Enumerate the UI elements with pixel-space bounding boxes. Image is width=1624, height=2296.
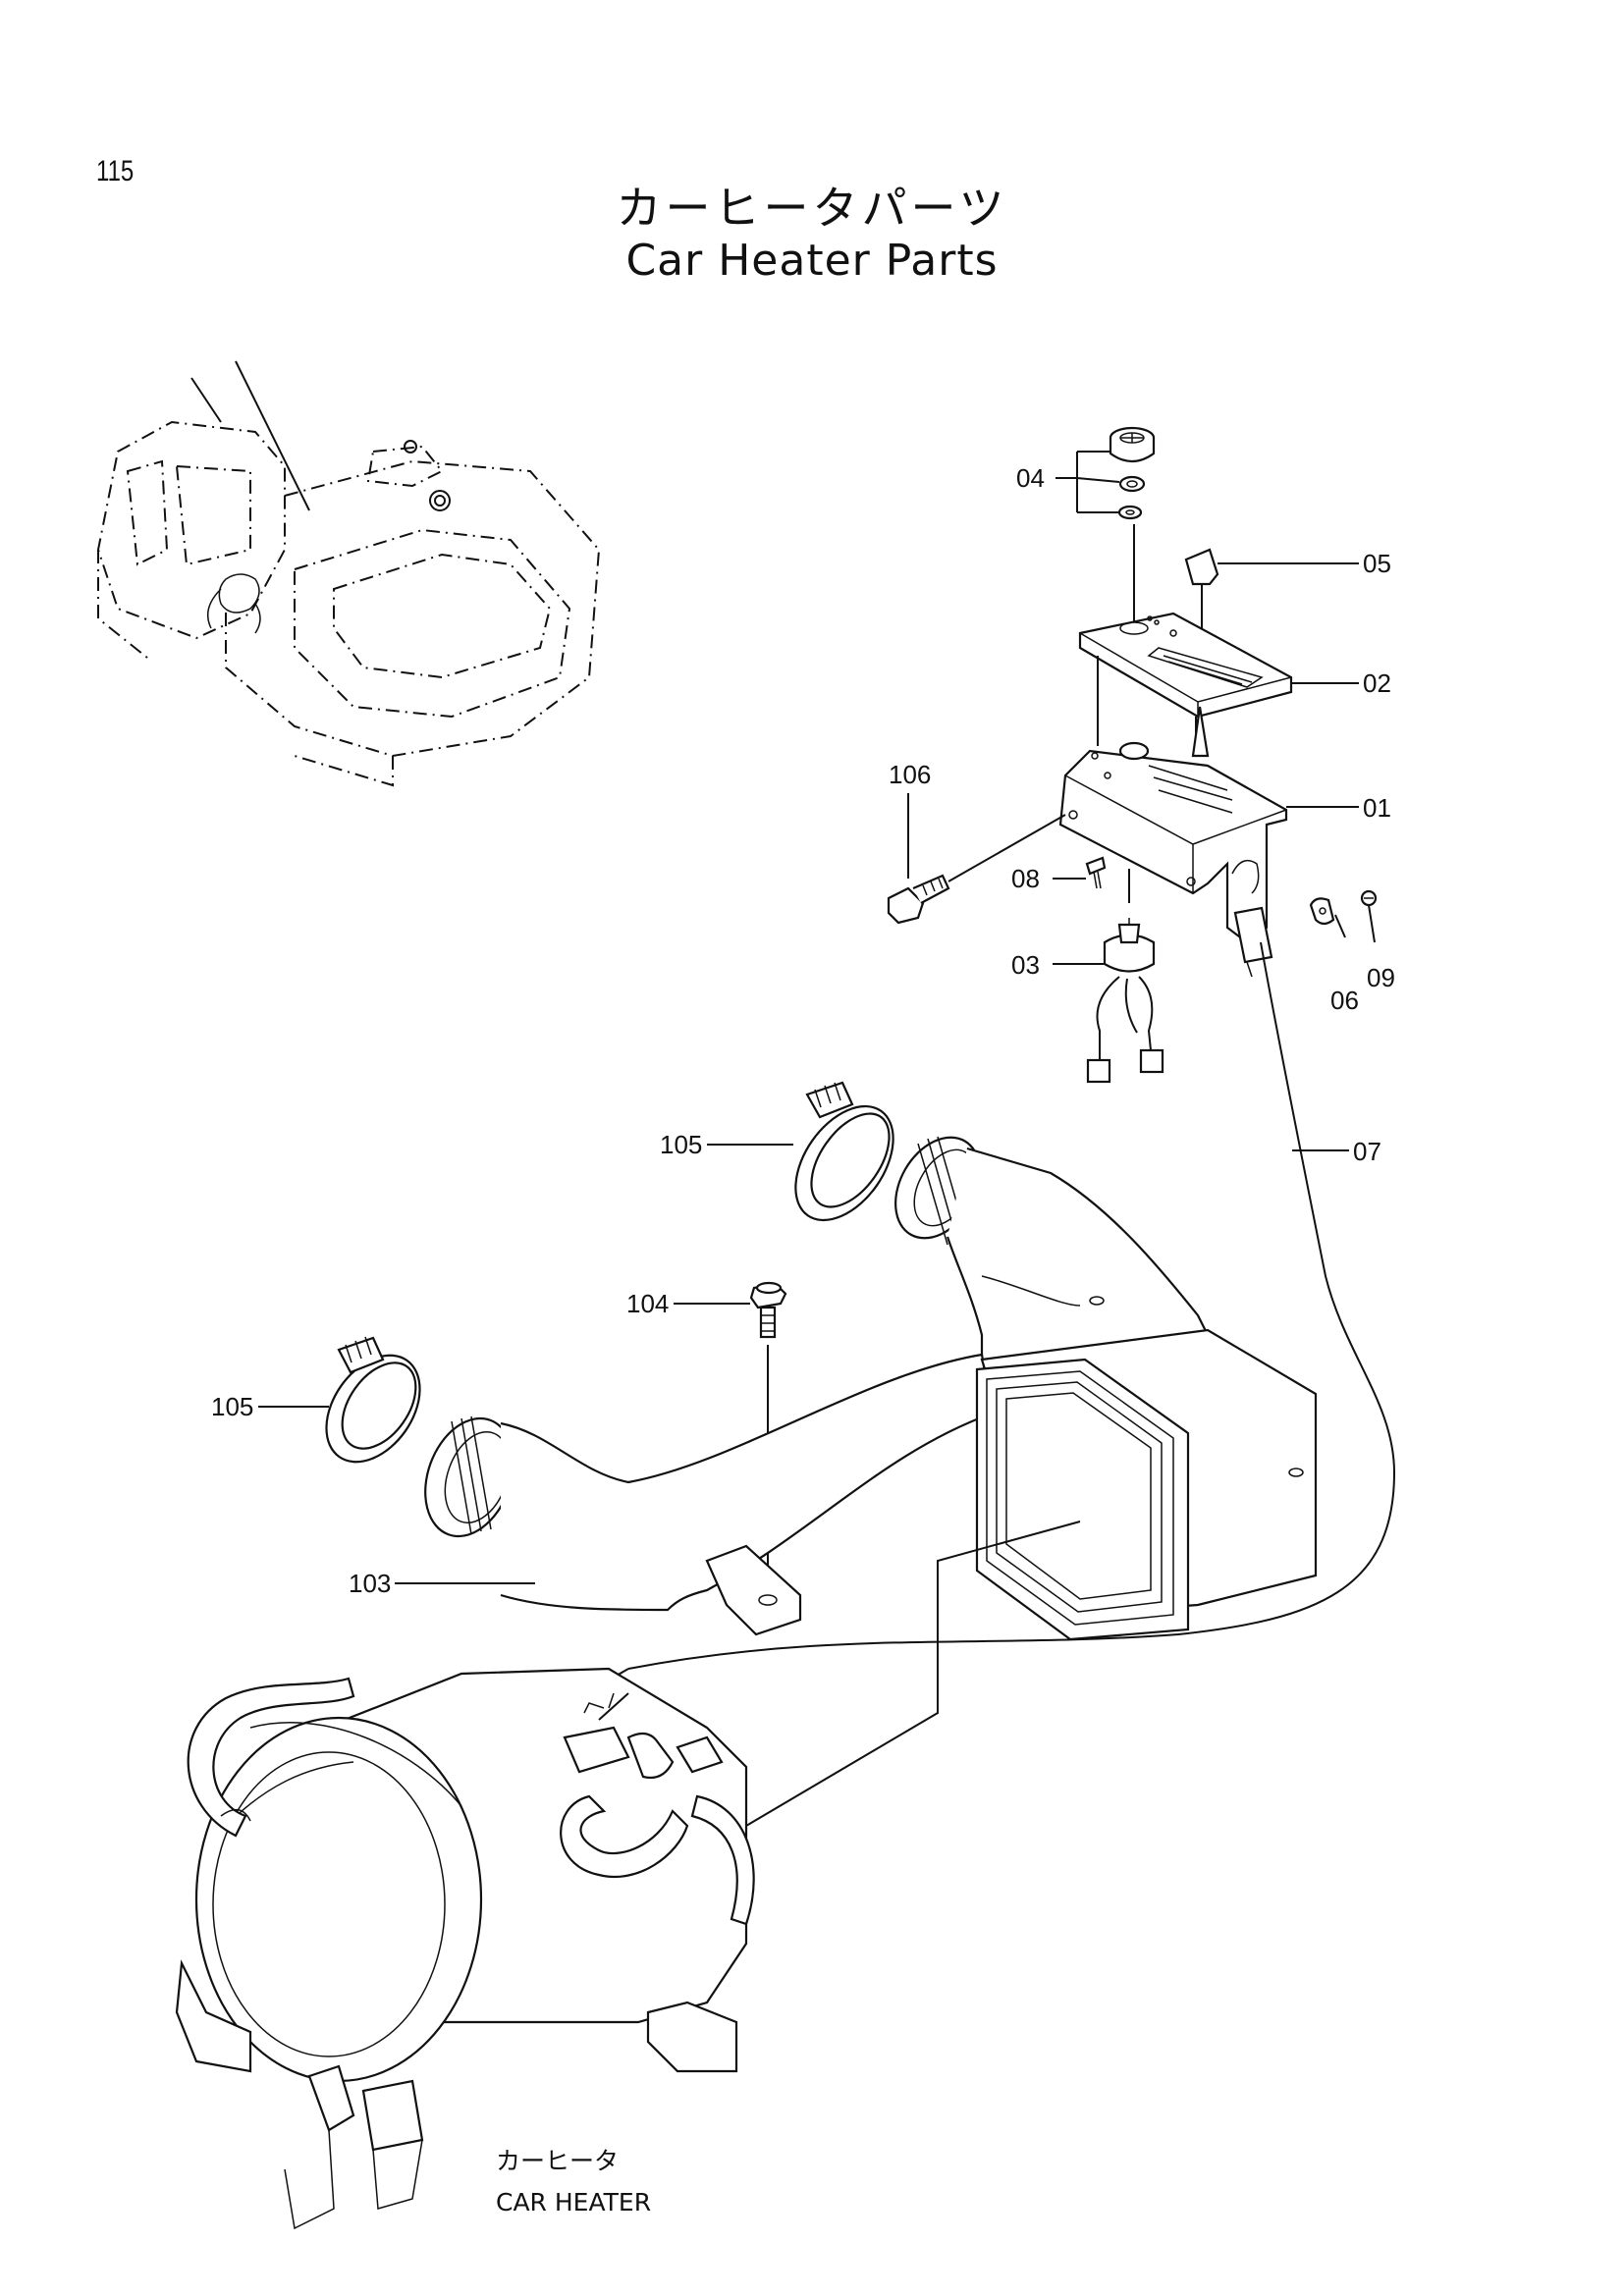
- callout-label: 03: [1011, 950, 1040, 980]
- callout-label: 09: [1367, 963, 1395, 992]
- air-duct-illustration: [424, 1136, 1318, 1827]
- callout-label: 02: [1363, 668, 1391, 698]
- callout-01: 01: [1286, 793, 1391, 823]
- hose-clamp-upper-illustration: [794, 1081, 894, 1222]
- callout-106: 106: [889, 760, 931, 879]
- callout-label: 06: [1330, 986, 1359, 1015]
- hose-clamp-lower-illustration: [325, 1336, 421, 1464]
- callout-label: 05: [1363, 549, 1391, 578]
- callout-label: 104: [626, 1289, 669, 1318]
- callout-label: 103: [349, 1569, 391, 1598]
- control-panel-assembly: [593, 426, 1396, 1689]
- page-title-english: Car Heater Parts: [625, 236, 999, 286]
- caption-english: CAR HEATER: [496, 2188, 651, 2216]
- knob-icon: [1109, 426, 1156, 463]
- callout-04: 04: [1016, 451, 1120, 513]
- car-heater-illustration: [175, 1667, 755, 2230]
- callout-05: 05: [1218, 549, 1391, 578]
- callout-label: 07: [1353, 1137, 1381, 1166]
- callout-07: 06: [1330, 986, 1359, 1015]
- car-heater-caption: カーヒータ CAR HEATER: [496, 2147, 651, 2216]
- excavator-overview-illustration: [96, 360, 601, 787]
- callout-label: 08: [1011, 864, 1040, 893]
- screw-icon: [1360, 889, 1378, 907]
- callout-104: 104: [626, 1289, 750, 1318]
- callout-103: 103: [349, 1569, 535, 1598]
- callout-02: 02: [1291, 668, 1391, 698]
- caption-japanese: カーヒータ: [496, 2147, 619, 2175]
- callout-105-upper: 105: [660, 1130, 793, 1159]
- callout-09: 09: [1367, 963, 1395, 992]
- page-title-japanese: カーヒータパーツ: [616, 182, 1008, 235]
- bolt-icon: [887, 874, 950, 925]
- callout-06: 07: [1292, 1137, 1381, 1166]
- callout-label: 105: [211, 1392, 253, 1421]
- callout-08: 08: [1011, 864, 1086, 893]
- callout-label: 04: [1016, 463, 1045, 493]
- callout-label: 106: [889, 760, 931, 789]
- page-number: 115: [96, 155, 135, 187]
- callout-105-lower: 105: [211, 1392, 329, 1421]
- callout-label: 105: [660, 1130, 702, 1159]
- callout-03: 03: [1011, 950, 1104, 980]
- callout-label: 01: [1363, 793, 1391, 823]
